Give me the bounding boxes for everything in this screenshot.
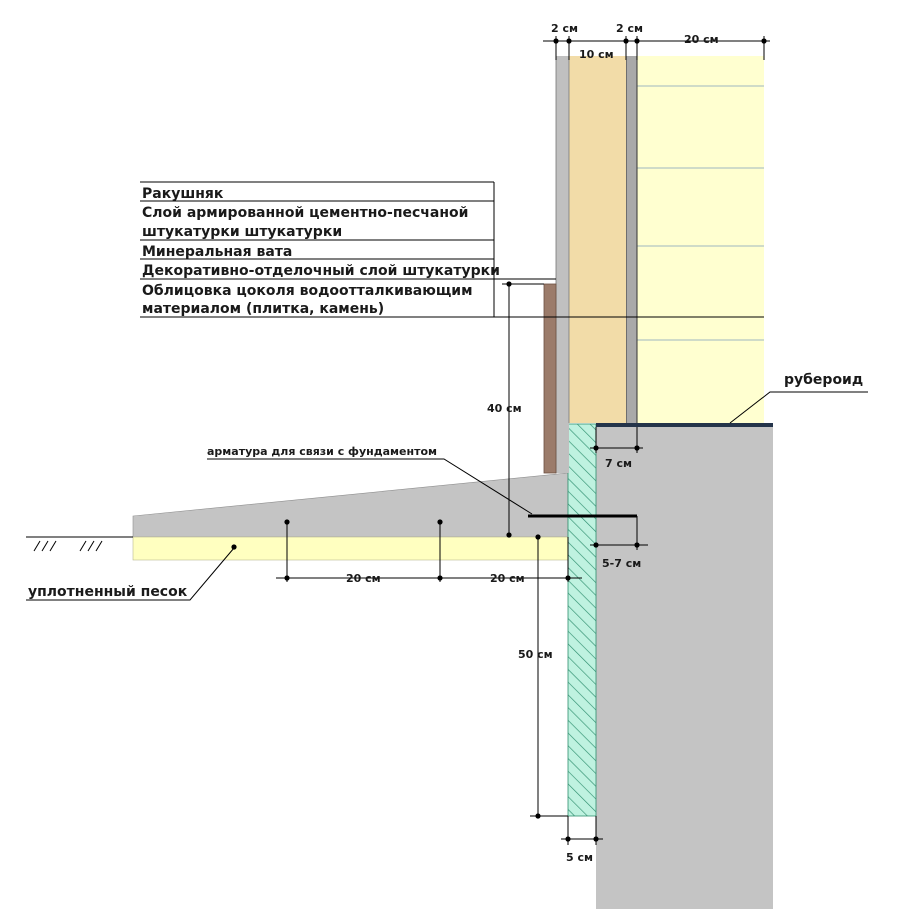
ruberoid-label: рубероид — [784, 372, 863, 388]
dim-20cm-slab-a: 20 см — [346, 572, 381, 585]
wall-block-masonry — [637, 56, 764, 423]
layer-legend: Ракушняк Слой армированной цементно-песч… — [140, 181, 764, 318]
legend-plinth-cladding-2: материалом (плитка, камень) — [142, 301, 384, 317]
legend-decorative-plaster: Декоративно-отделочный слой штукатурки — [142, 263, 500, 279]
foundation-concrete — [596, 426, 773, 909]
blind-area-slab — [132, 472, 569, 538]
mineral-wool-layer — [569, 56, 626, 423]
legend-reinforced-plaster-2: штукатурки штукатурки — [142, 224, 342, 240]
dim-40cm-group: 40 см — [487, 281, 544, 538]
legend-rakushnyak: Ракушняк — [142, 186, 224, 202]
dim-5-7cm-group: 5-7 см — [590, 516, 648, 570]
dim-50cm-group: 50 см — [518, 534, 568, 819]
legend-mineral-wool: Минеральная вата — [142, 244, 292, 260]
plinth-cladding — [543, 283, 557, 474]
dim-40cm: 40 см — [487, 402, 522, 415]
dim-slab-group: 20 см 20 см — [276, 519, 582, 585]
legend-reinforced-plaster-1: Слой армированной цементно-песчаной — [142, 205, 468, 221]
dim-20cm-top: 20 см — [684, 33, 719, 46]
dim-7cm-group: 7 см — [590, 427, 643, 470]
ruberoid-layer — [596, 423, 773, 427]
decorative-plaster-layer — [556, 56, 569, 473]
sand-callout: уплотненный песок — [26, 544, 237, 601]
dim-5cm: 5 см — [566, 851, 593, 864]
ruberoid-callout: рубероид — [729, 372, 868, 424]
compacted-sand-layer — [132, 536, 569, 561]
dim-7cm: 7 см — [605, 457, 632, 470]
dim-50cm: 50 см — [518, 648, 553, 661]
dim-10cm: 10 см — [579, 48, 614, 61]
dim-5cm-group: 5 см — [561, 816, 603, 864]
reinforced-plaster-layer — [626, 56, 637, 423]
top-dimensions: 2 см 2 см 10 см 20 см — [543, 22, 770, 61]
legend-plinth-cladding-1: Облицовка цоколя водоотталкивающим — [142, 283, 473, 299]
dim-2cm-right: 2 см — [616, 22, 643, 35]
dim-2cm-left: 2 см — [551, 22, 578, 35]
foundation-side-insulation — [567, 423, 597, 817]
armature-callout: арматура для связи с фундаментом — [207, 445, 533, 515]
dim-5-7cm: 5-7 см — [602, 557, 641, 570]
sand-label: уплотненный песок — [28, 584, 188, 600]
ground-hatch-marks — [33, 540, 103, 552]
armature-label: арматура для связи с фундаментом — [207, 445, 437, 458]
dim-20cm-slab-b: 20 см — [490, 572, 525, 585]
